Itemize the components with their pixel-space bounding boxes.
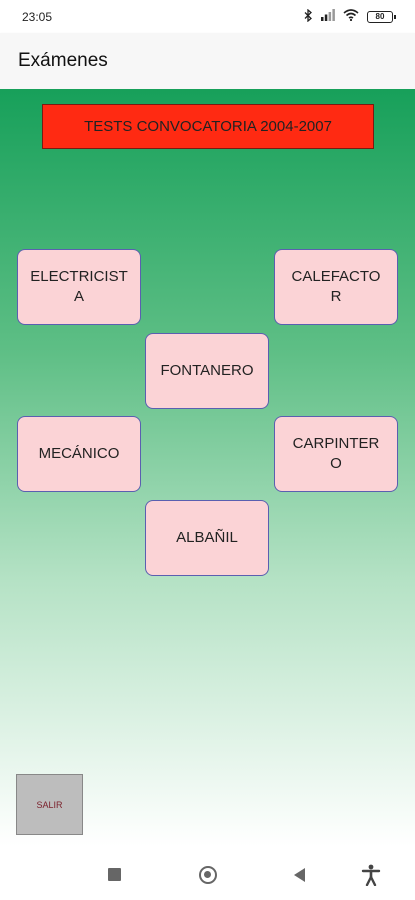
- bluetooth-icon: [304, 8, 313, 25]
- main-content: TESTS CONVOCATORIA 2004-2007 ELECTRICIST…: [0, 89, 415, 846]
- tests-banner: TESTS CONVOCATORIA 2004-2007: [42, 104, 374, 149]
- wifi-icon: [343, 9, 359, 24]
- status-time: 23:05: [22, 9, 53, 24]
- app-bar: Exámenes: [0, 33, 415, 89]
- back-icon[interactable]: [294, 868, 305, 882]
- system-nav-bar: [0, 846, 415, 900]
- status-icons: 80: [304, 8, 396, 25]
- status-bar: 23:05 80: [0, 0, 415, 33]
- signal-icon: [321, 9, 335, 24]
- home-icon[interactable]: [199, 866, 217, 884]
- battery-level: 80: [375, 12, 385, 21]
- accessibility-icon[interactable]: [361, 864, 381, 887]
- recents-icon[interactable]: [108, 868, 121, 881]
- page-title: Exámenes: [18, 50, 108, 71]
- albanil-button[interactable]: ALBAÑIL: [145, 500, 269, 576]
- battery-icon: 80: [367, 10, 396, 23]
- electricista-button[interactable]: ELECTRICIST A: [17, 249, 141, 325]
- fontanero-button[interactable]: FONTANERO: [145, 333, 269, 409]
- mecanico-button[interactable]: MECÁNICO: [17, 416, 141, 492]
- exit-button[interactable]: SALIR: [16, 774, 83, 835]
- carpintero-button[interactable]: CARPINTER O: [274, 416, 398, 492]
- calefactor-button[interactable]: CALEFACTO R: [274, 249, 398, 325]
